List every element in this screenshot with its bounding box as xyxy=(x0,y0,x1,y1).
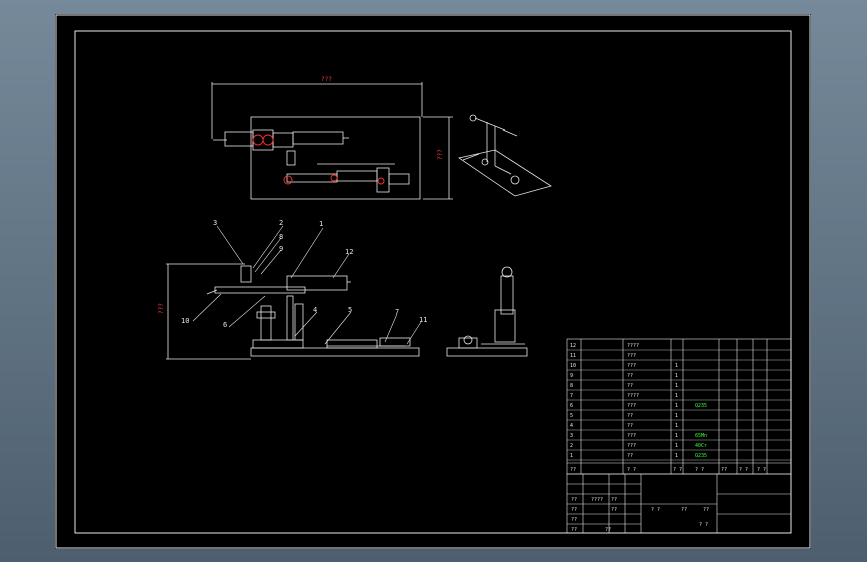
bom-header-weight: ? ? xyxy=(739,467,748,473)
top-view xyxy=(211,82,453,200)
bom-row-9-qty: 1 xyxy=(675,373,678,379)
bom-row-4-qty: 1 xyxy=(675,423,678,429)
tb-c7: ?? xyxy=(611,507,617,513)
top-width-dim: ??? xyxy=(321,76,332,83)
tb-c3: ?? xyxy=(571,517,577,523)
bom-row-3-name: ??? xyxy=(627,433,636,439)
bom-row-5-qty: 1 xyxy=(675,413,678,419)
bom-row-7-no: 7 xyxy=(570,393,573,399)
top-view-box xyxy=(250,116,421,200)
bom-row-1-qty: 1 xyxy=(675,453,678,459)
top-view-red xyxy=(252,134,385,185)
bom-row-9-name: ?? xyxy=(627,373,633,379)
bom-row-12-no: 12 xyxy=(570,343,576,349)
title-block xyxy=(566,473,792,534)
bom-row-6-no: 6 xyxy=(570,403,573,409)
callout-7: 7 xyxy=(395,308,399,316)
bom-row-9-no: 9 xyxy=(570,373,573,379)
bom-row-8-qty: 1 xyxy=(675,383,678,389)
bom-row-10-name: ??? xyxy=(627,363,636,369)
top-height-dim: ??? xyxy=(437,149,444,160)
bom-row-6-name: ??? xyxy=(627,403,636,409)
front-leaders xyxy=(192,225,422,345)
tb-c2: ?? xyxy=(571,507,577,513)
bom-header-mat: ? ? xyxy=(695,467,704,473)
bom-row-4-no: 4 xyxy=(570,423,573,429)
iso-view xyxy=(458,114,552,197)
bom-row-3-mat: 65Mn xyxy=(695,433,707,439)
callout-2: 2 xyxy=(279,219,283,227)
bom-row-1-name: ?? xyxy=(627,453,633,459)
callout-3: 3 xyxy=(213,219,217,227)
bom-header-name: ? ? xyxy=(627,467,636,473)
bom-row-11-name: ??? xyxy=(627,353,636,359)
tb-c8: ?? xyxy=(605,527,611,533)
bom-row-4-name: ?? xyxy=(627,423,633,429)
bom-row-1-no: 1 xyxy=(570,453,573,459)
callout-8: 8 xyxy=(279,233,283,241)
tb-c4: ?? xyxy=(571,527,577,533)
front-height-dim: ??? xyxy=(158,303,165,314)
callout-6: 6 xyxy=(223,321,227,329)
bom-row-11-no: 11 xyxy=(570,353,576,359)
bom-row-6-mat: Q235 xyxy=(695,403,707,409)
inner-frame xyxy=(74,30,792,534)
tb-c5: ???? xyxy=(591,497,603,503)
callout-5: 5 xyxy=(348,306,352,314)
bom-row-6-qty: 1 xyxy=(675,403,678,409)
callout-1: 1 xyxy=(319,220,323,228)
tb-c11: ?? xyxy=(703,507,709,513)
bom-row-7-name: ???? xyxy=(627,393,639,399)
bom-row-10-no: 10 xyxy=(570,363,576,369)
bom-header-no: ?? xyxy=(570,467,576,473)
bom-row-2-qty: 1 xyxy=(675,443,678,449)
callout-10: 10 xyxy=(181,317,189,325)
assembly-drawing: ??? ??? xyxy=(55,14,811,549)
bom-header-qty: ? ? xyxy=(673,467,682,473)
bom-row-3-no: 3 xyxy=(570,433,573,439)
bom-row-7-qty: 1 xyxy=(675,393,678,399)
bom-row-1-mat: Q235 xyxy=(695,453,707,459)
side-view xyxy=(446,266,528,357)
tb-c6: ?? xyxy=(611,497,617,503)
bom-header-note: ? ? xyxy=(757,467,766,473)
front-view xyxy=(166,263,420,360)
bom-row-10-qty: 1 xyxy=(675,363,678,369)
bom-row-5-no: 5 xyxy=(570,413,573,419)
bom-row-2-mat: 40Cr xyxy=(695,443,707,449)
callout-11: 11 xyxy=(419,316,427,324)
drawing-canvas[interactable]: ??? ??? xyxy=(55,14,811,549)
bom-row-12-name: ???? xyxy=(627,343,639,349)
callout-4: 4 xyxy=(313,306,317,314)
tb-c10: ?? xyxy=(681,507,687,513)
callout-12: 12 xyxy=(345,248,353,256)
title-block-labels: ?? ?? ?? ?? ???? ?? ?? ?? ? ? ?? ?? ? ? xyxy=(571,497,709,533)
outer-frame xyxy=(55,14,811,549)
bom-row-8-name: ?? xyxy=(627,383,633,389)
bom-header-col5: ?? xyxy=(721,467,727,473)
bom-row-2-no: 2 xyxy=(570,443,573,449)
bom-row-8-no: 8 xyxy=(570,383,573,389)
bom-row-3-qty: 1 xyxy=(675,433,678,439)
bom-table xyxy=(566,338,792,475)
bom-row-2-name: ??? xyxy=(627,443,636,449)
tb-c9: ? ? xyxy=(651,507,660,513)
bom-row-5-name: ?? xyxy=(627,413,633,419)
tb-c1: ?? xyxy=(571,497,577,503)
tb-c12: ? ? xyxy=(699,522,708,528)
callout-9: 9 xyxy=(279,245,283,253)
